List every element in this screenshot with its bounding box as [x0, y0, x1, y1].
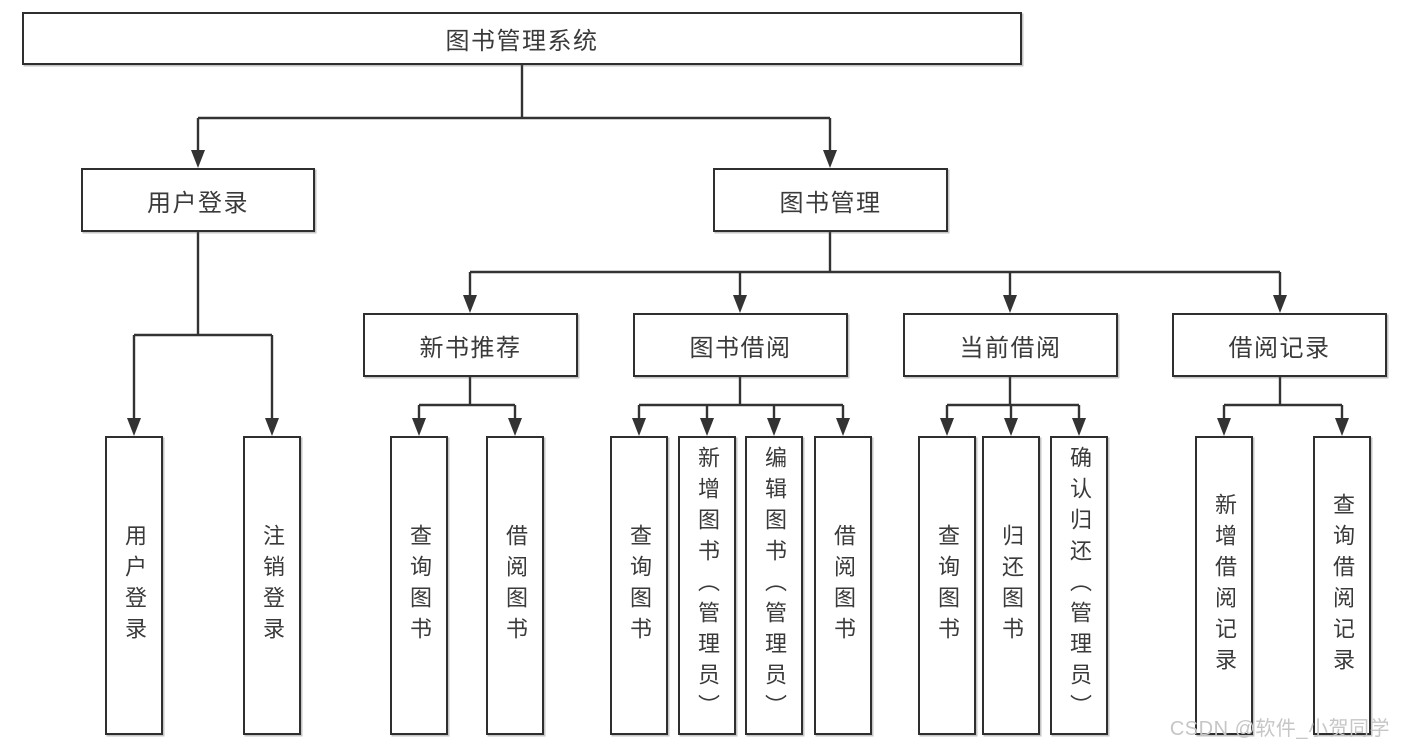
node-current-borrow: 当前借阅 [903, 313, 1118, 377]
node-label: 图书管理 [779, 189, 882, 217]
leaf-query-books-borrow: 查询图书 [610, 436, 668, 735]
arrowhead [191, 150, 205, 168]
arrowhead [1072, 418, 1086, 436]
leaf-borrow-books-recommend: 借阅图书 [486, 436, 544, 735]
node-user-login-module: 用户登录 [81, 168, 315, 232]
arrowhead [733, 295, 747, 313]
arrowhead [1273, 295, 1287, 313]
arrowhead [700, 418, 714, 436]
leaf-borrow-books: 借阅图书 [814, 436, 872, 735]
arrowhead [940, 418, 954, 436]
node-label: 当前借阅 [959, 334, 1062, 362]
node-new-book-recommend: 新书推荐 [363, 313, 578, 377]
node-root-library-management-system: 图书管理系统 [22, 12, 1022, 65]
node-book-management-module: 图书管理 [713, 168, 948, 232]
leaf-query-borrow-record: 查询借阅记录 [1313, 436, 1371, 735]
node-label: 图书借阅 [689, 334, 792, 362]
leaf-query-books-recommend: 查询图书 [390, 436, 448, 735]
arrowhead [412, 418, 426, 436]
leaf-edit-books-admin: 编辑图书（管理员） [745, 436, 803, 735]
arrowhead [1004, 418, 1018, 436]
arrowhead [463, 295, 477, 313]
node-label: 借阅记录 [1228, 334, 1331, 362]
leaf-query-books-current: 查询图书 [918, 436, 976, 735]
arrowhead [1335, 418, 1349, 436]
node-label: 新书推荐 [419, 334, 522, 362]
arrowhead [767, 418, 781, 436]
arrowhead [1003, 295, 1017, 313]
arrowhead [265, 418, 279, 436]
arrowhead [1217, 418, 1231, 436]
arrowhead [632, 418, 646, 436]
leaf-add-borrow-record: 新增借阅记录 [1195, 436, 1253, 735]
leaf-logout: 注销登录 [243, 436, 301, 735]
arrowhead [508, 418, 522, 436]
arrowhead [127, 418, 141, 436]
arrowhead [823, 150, 837, 168]
arrowhead [836, 418, 850, 436]
node-borrow-record: 借阅记录 [1172, 313, 1387, 377]
node-label: 图书管理系统 [445, 28, 599, 55]
leaf-confirm-return-admin: 确认归还（管理员） [1050, 436, 1108, 735]
node-book-borrow: 图书借阅 [633, 313, 848, 377]
leaf-return-books: 归还图书 [982, 436, 1040, 735]
leaf-add-books-admin: 新增图书（管理员） [678, 436, 736, 735]
node-label: 用户登录 [147, 189, 249, 217]
csdn-watermark: CSDN @软件_小贺同学 [1169, 718, 1390, 740]
leaf-user-login: 用户登录 [105, 436, 163, 735]
